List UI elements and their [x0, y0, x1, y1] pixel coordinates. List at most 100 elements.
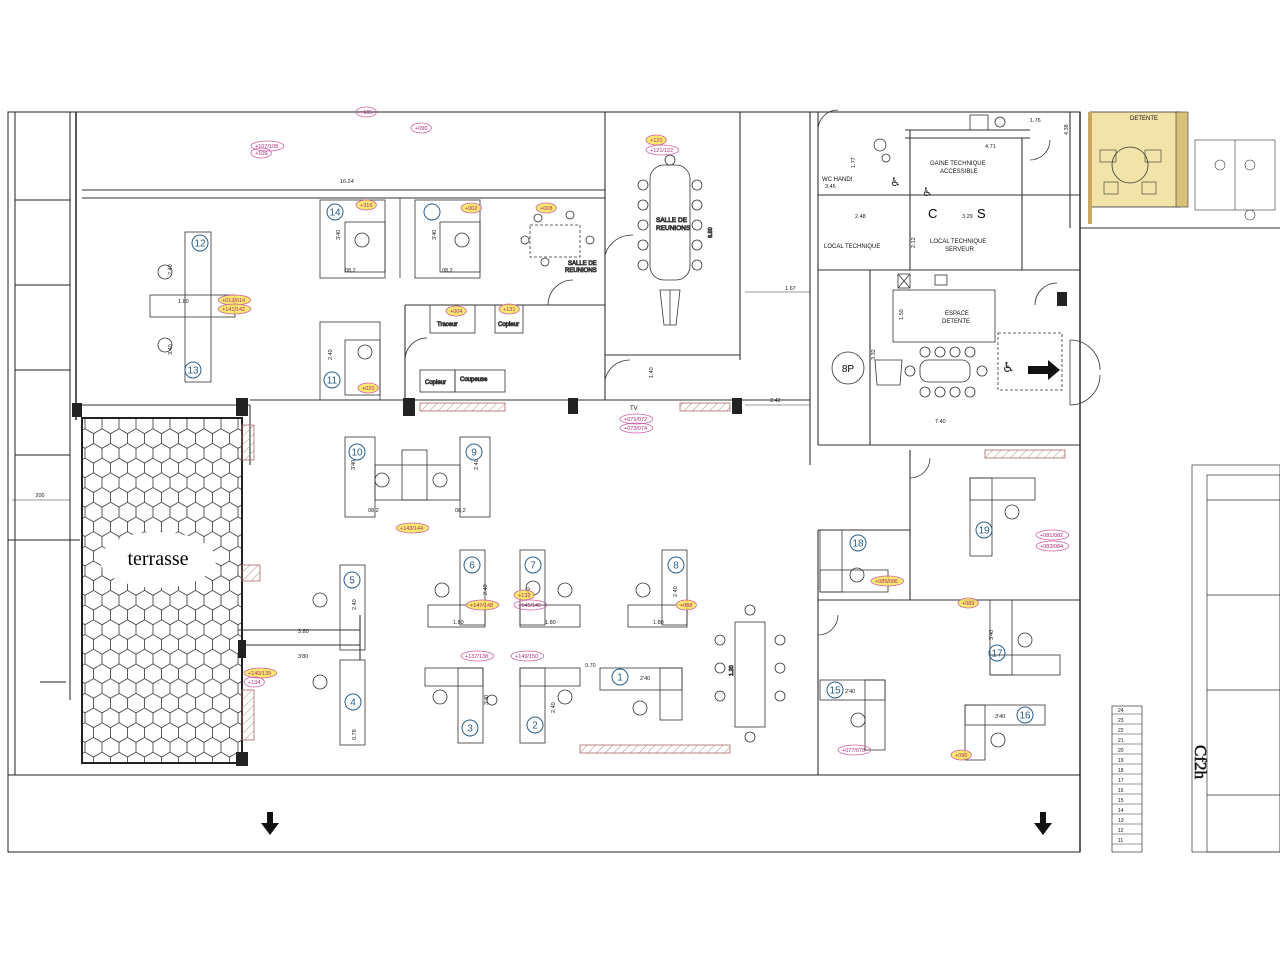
desk-number-circle — [526, 716, 544, 734]
socket-tag: +107/108 — [250, 140, 285, 152]
socket-tag-label: +107/108 — [255, 144, 278, 150]
desk-number-circle — [191, 234, 209, 252]
stair-step-number: 11 — [1118, 838, 1123, 844]
socket-tag-label: +141/142 — [222, 307, 245, 313]
desk-number-4: 4 — [344, 693, 362, 711]
socket-tag-label: +089 — [962, 601, 974, 607]
stair-step-number: 12 — [1118, 828, 1124, 834]
socket-tag: +134 — [243, 676, 265, 688]
svg-text:2.40: 2.40 — [551, 702, 557, 713]
socket-tag-label: +137/138 — [465, 654, 488, 660]
socket-tag-label: +121/122 — [650, 148, 673, 154]
socket-tag: +137/138 — [460, 650, 495, 662]
socket-tag: +149/150 — [510, 650, 545, 662]
socket-tag: +085/086 — [870, 575, 905, 587]
socket-tag: +143/144 — [395, 522, 430, 534]
socket-tag-label: +096 — [415, 126, 427, 132]
desk-number-circle — [849, 534, 867, 552]
desk-number-10: 10 — [348, 443, 366, 461]
svg-text:2.40: 2.40 — [168, 264, 174, 275]
dim-label: 4.38 — [1064, 124, 1070, 135]
stair-step-number: 22 — [1118, 728, 1124, 734]
stair-step-number: 15 — [1118, 798, 1124, 804]
socket-tag: +008 — [535, 202, 557, 214]
right-offices — [817, 457, 1061, 761]
socket-tag-label: +131 — [503, 307, 515, 313]
dims-right-offices: 3'40 2'40 3'40 — [845, 630, 1005, 720]
svg-text:2.40: 2.40 — [474, 459, 480, 470]
socket-tag: +121/122 — [645, 144, 680, 156]
desk-number-circle — [343, 571, 361, 589]
svg-text:2'40: 2'40 — [640, 676, 650, 682]
open-meeting-table: 1.20 — [714, 604, 786, 743]
desk-number-7: 7 — [524, 556, 542, 574]
wheelchair-icon: ♿ — [1002, 360, 1015, 376]
dims-top-desks: 3'40 3'40 08,2 08,2 2.40 2.40 3.40 1.80 — [168, 230, 453, 360]
dim-label: 1.50 — [899, 309, 905, 320]
dim-label: 2.12 — [911, 237, 917, 248]
desk-row-6-8 — [427, 549, 688, 628]
desk-number-circle — [461, 719, 479, 737]
local-serveur-label-line2: SERVEUR — [945, 247, 975, 253]
desk-row-1-3 — [424, 667, 683, 744]
svg-text:08,2: 08,2 — [442, 268, 453, 274]
service-block — [817, 109, 1051, 163]
gaine-label-line2: ACCESSIBLE — [940, 169, 978, 175]
dims-9-10: 3'40 2.40 08,2 08,2 — [351, 459, 480, 514]
desk-number-1: 1 — [611, 668, 629, 686]
dim-label: 4.71 — [985, 144, 996, 150]
desk-island-9-10 — [344, 436, 491, 518]
socket-tag: +073/074 — [619, 422, 654, 434]
socket-tag-label: +088 — [680, 603, 692, 609]
socket-tag-marker — [445, 305, 467, 317]
socket-tag: +105 — [355, 106, 377, 118]
desk-number-label: 3 — [467, 724, 473, 735]
socket-tag: +120 — [645, 134, 667, 146]
dim-label: 1.80 — [178, 299, 189, 305]
dim-label: 1.77 — [851, 157, 857, 168]
desk-number-circle — [975, 521, 993, 539]
wheelchair-icon: ♿ — [922, 185, 933, 199]
socket-tag: +140/139 — [243, 667, 278, 679]
desk-number-8: 8 — [667, 556, 685, 574]
socket-tag-marker — [355, 106, 377, 118]
meeting-room-1-label-line2: REUNIONS — [565, 268, 597, 274]
dim-label: 3'80 — [298, 654, 308, 660]
desk-number-circle — [988, 644, 1006, 662]
stair-step-number: 20 — [1118, 748, 1124, 754]
dim-label: 6.50 — [708, 227, 714, 238]
desk-number-label: 19 — [978, 526, 990, 537]
socket-tag-label: +143/144 — [400, 526, 423, 532]
dimension-200: 200 — [12, 493, 70, 501]
socket-tag-label: +149/150 — [515, 654, 538, 660]
dim-label: 1.67 — [785, 286, 796, 292]
svg-text:1.80: 1.80 — [545, 620, 556, 626]
cs-s-label: S — [977, 206, 986, 221]
dim-label: 1.76 — [1030, 118, 1041, 124]
down-arrow-icon — [261, 812, 279, 835]
socket-tag-marker — [355, 199, 377, 211]
desk-number-12: 12 — [191, 234, 209, 252]
stair-step-number: 23 — [1118, 718, 1124, 724]
socket-tag-label: +316 — [360, 203, 372, 209]
socket-tag-marker — [498, 303, 520, 315]
socket-tag-marker — [243, 676, 265, 688]
socket-tag: +147/148 — [465, 599, 500, 611]
wheelchair-icon: ♿ — [890, 175, 901, 189]
detente-top-label: DETENTE — [1130, 116, 1158, 122]
svg-text:1.80: 1.80 — [453, 620, 464, 626]
desk-number-label: 14 — [329, 208, 341, 219]
desk-number-6: 6 — [463, 556, 481, 574]
dim-label: 3.29 — [962, 214, 973, 220]
stair-step-number: 13 — [1118, 818, 1124, 824]
socket-tag-marker — [870, 575, 905, 587]
socket-tag-marker — [619, 422, 654, 434]
dim-label: 3.80 — [298, 629, 309, 635]
socket-tag: +316 — [355, 199, 377, 211]
socket-tag: +004 — [445, 305, 467, 317]
socket-tag: +088 — [675, 599, 697, 611]
desk-number-19: 19 — [975, 521, 993, 539]
detente-label-line1: ESPACE — [945, 311, 969, 317]
svg-text:08,2: 08,2 — [455, 508, 466, 514]
